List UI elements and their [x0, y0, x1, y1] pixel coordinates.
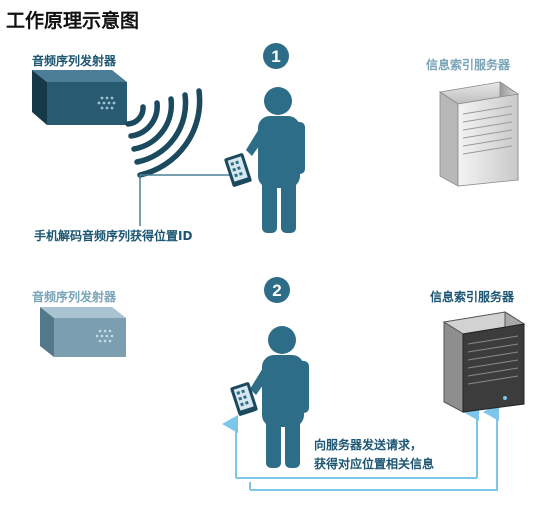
- audio-emitter-icon: [32, 70, 127, 125]
- step-1-emitter-label: 音频序列发射器: [32, 54, 117, 68]
- step-2-number: 2: [272, 281, 281, 300]
- arrow-icon: [222, 403, 499, 491]
- step-2-request-note-line-2: 获得对应位置相关信息: [314, 457, 435, 471]
- step-1-server-label: 信息索引服务器: [426, 58, 511, 72]
- smartphone-icon: [230, 382, 258, 416]
- person-icon: [246, 87, 305, 233]
- sound-wave-icon: [125, 88, 203, 178]
- step-1-decode-note: 手机解码音频序列获得位置ID: [34, 229, 193, 243]
- audio-emitter-icon: [40, 307, 126, 357]
- step-2-request-note-line-1: 向服务器发送请求，: [314, 438, 423, 452]
- person-icon: [250, 326, 309, 468]
- smartphone-icon: [224, 153, 252, 187]
- step-2-badge: 2: [264, 277, 290, 303]
- step-2-server-label: 信息索引服务器: [430, 290, 515, 304]
- server-icon: [442, 311, 526, 413]
- server-icon: [438, 81, 520, 187]
- step-1-number: 1: [271, 47, 280, 66]
- page-title: 工作原理示意图: [6, 10, 140, 32]
- step-2-emitter-label: 音频序列发射器: [32, 290, 117, 304]
- decode-connector-line: [139, 174, 232, 226]
- step-1-badge: 1: [263, 43, 289, 69]
